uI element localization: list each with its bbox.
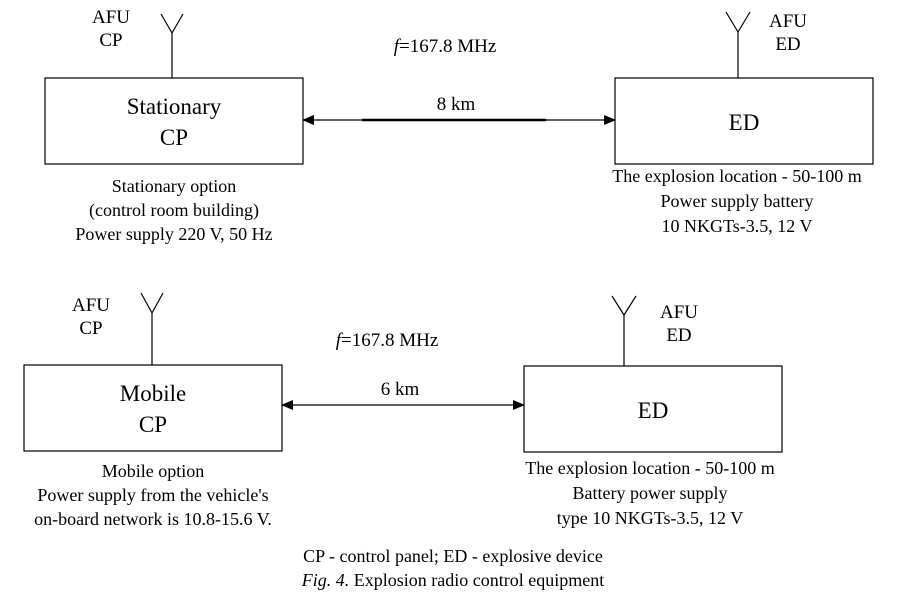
caption-line: Mobile option bbox=[102, 461, 205, 481]
caption-line: Power supply from the vehicle's bbox=[37, 485, 268, 505]
antenna-label-afu: AFU bbox=[769, 11, 807, 32]
frequency-label: f=167.8 MHz bbox=[394, 36, 497, 57]
caption-line: (control room building) bbox=[89, 200, 259, 221]
antenna-icon bbox=[725, 11, 751, 78]
antenna-icon bbox=[611, 295, 637, 366]
box-title: Stationary bbox=[127, 94, 222, 119]
legend-text: CP - control panel; ED - explosive devic… bbox=[303, 546, 603, 566]
stationary-cp-box bbox=[44, 77, 304, 165]
antenna-icon bbox=[140, 292, 164, 365]
caption-line: Stationary option bbox=[112, 176, 237, 196]
antenna-label-ed: ED bbox=[666, 325, 691, 346]
box-title: ED bbox=[729, 110, 760, 135]
distance-label: 8 km bbox=[437, 94, 476, 115]
box-title: ED bbox=[638, 398, 669, 423]
caption-line: Power supply battery bbox=[661, 191, 814, 211]
top-scheme: AFU CP Stationary CP f=167.8 MHz 8 km AF… bbox=[44, 7, 874, 244]
distance-label: 6 km bbox=[381, 379, 420, 400]
figure-caption: Fig. 4. Explosion radio control equipmen… bbox=[301, 570, 604, 590]
box-subtitle: CP bbox=[139, 412, 167, 437]
ed-box bbox=[614, 77, 874, 165]
box-subtitle: CP bbox=[160, 125, 188, 150]
antenna-icon bbox=[160, 13, 184, 78]
antenna-label-cp: CP bbox=[79, 318, 102, 339]
caption-line: The explosion location - 50-100 m bbox=[612, 166, 861, 186]
caption-line: 10 NKGTs-3.5, 12 V bbox=[662, 216, 813, 236]
caption-line: The explosion location - 50-100 m bbox=[525, 458, 774, 478]
caption-line: type 10 NKGTs-3.5, 12 V bbox=[557, 508, 743, 528]
mobile-cp-box bbox=[23, 364, 283, 452]
antenna-label-afu: AFU bbox=[92, 7, 130, 28]
ed-box bbox=[523, 365, 783, 453]
antenna-label-afu: AFU bbox=[72, 295, 110, 316]
frequency-label: f=167.8 MHz bbox=[336, 330, 439, 351]
bottom-scheme: AFU CP Mobile CP f=167.8 MHz 6 km AFU ED… bbox=[23, 292, 783, 529]
caption-line: Power supply 220 V, 50 Hz bbox=[75, 224, 272, 244]
antenna-label-cp: CP bbox=[99, 30, 122, 51]
caption-line: Battery power supply bbox=[573, 483, 728, 503]
caption-line: on-board network is 10.8-15.6 V. bbox=[34, 509, 272, 529]
box-title: Mobile bbox=[120, 381, 186, 406]
antenna-label-afu: AFU bbox=[660, 302, 698, 323]
antenna-label-ed: ED bbox=[775, 34, 800, 55]
